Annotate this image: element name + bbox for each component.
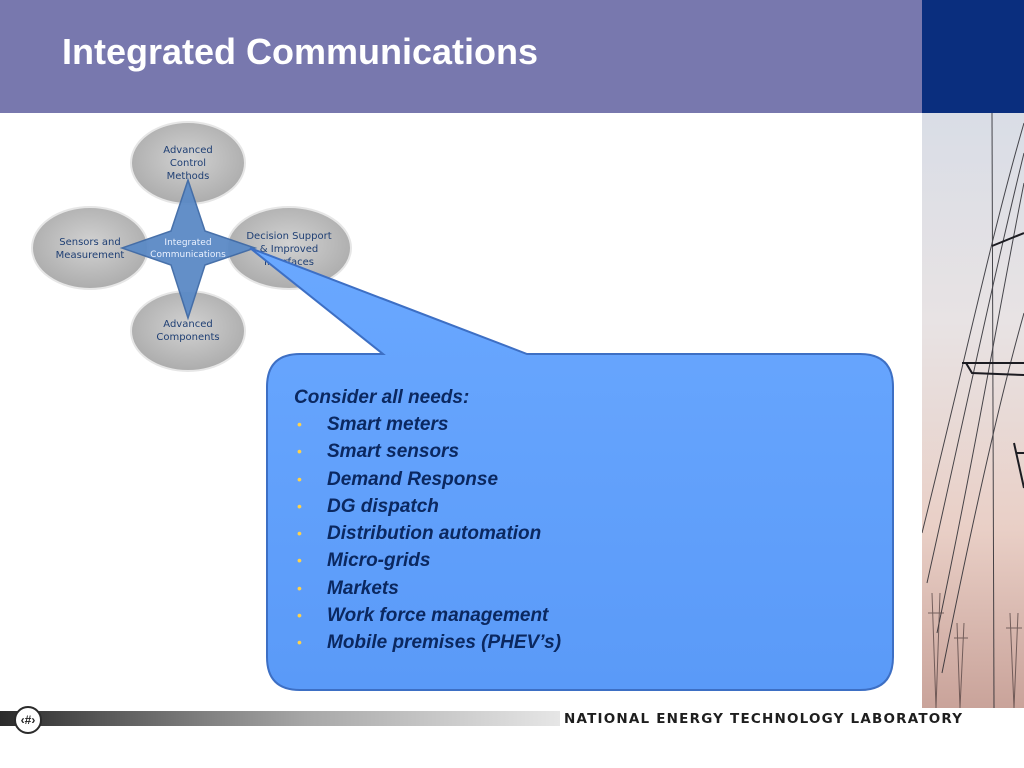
list-item-label: Micro-grids — [327, 550, 431, 572]
bullet-icon: • — [297, 607, 302, 624]
list-item-label: Smart sensors — [327, 441, 460, 463]
list-item: • Distribution automation — [294, 520, 864, 547]
list-item-label: Work force management — [327, 605, 549, 627]
bullet-icon: • — [297, 470, 302, 487]
bullet-icon: • — [297, 497, 302, 514]
corner-block — [922, 0, 1024, 113]
title-band: Integrated Communications — [0, 0, 922, 113]
list-item-label: Smart meters — [327, 414, 449, 435]
list-item-label: Distribution automation — [327, 523, 542, 545]
bullet-icon: • — [297, 525, 302, 542]
power-lines-photo — [922, 113, 1024, 708]
callout-heading: Consider all needs: — [294, 387, 470, 408]
list-item: • Work force management — [294, 602, 864, 629]
list-item-label: Mobile premises (PHEV’s) — [327, 632, 562, 654]
bullet-icon: • — [297, 416, 302, 432]
bullet-icon: • — [297, 634, 302, 651]
bullet-icon: • — [297, 552, 302, 569]
bullet-icon: • — [297, 443, 302, 460]
slide-title: Integrated Communications — [62, 31, 539, 72]
list-item: • Micro-grids — [294, 547, 864, 574]
list-item: • Mobile premises (PHEV’s) — [294, 629, 864, 656]
page-number-badge: ‹#› — [14, 706, 42, 734]
netl-logo: NATIONAL ENERGY TECHNOLOGY LABORATORY — [564, 711, 964, 727]
list-item-label: Demand Response — [327, 468, 499, 490]
list-item: • Demand Response — [294, 466, 864, 493]
list-item: • Markets — [294, 575, 864, 602]
needs-callout: Consider all needs: • Smart meters • Smart… — [294, 384, 864, 657]
footer-bar — [0, 711, 560, 726]
needs-list: • Smart meters • Smart sensors • Demand Res… — [294, 411, 864, 657]
list-item: • Smart meters — [294, 411, 864, 438]
list-item: • DG dispatch — [294, 493, 864, 520]
list-item-label: DG dispatch — [327, 495, 439, 517]
list-item: • Smart sensors — [294, 438, 864, 465]
list-item-label: Markets — [327, 577, 399, 599]
bullet-icon: • — [297, 579, 302, 596]
power-lines-image — [922, 113, 1024, 708]
